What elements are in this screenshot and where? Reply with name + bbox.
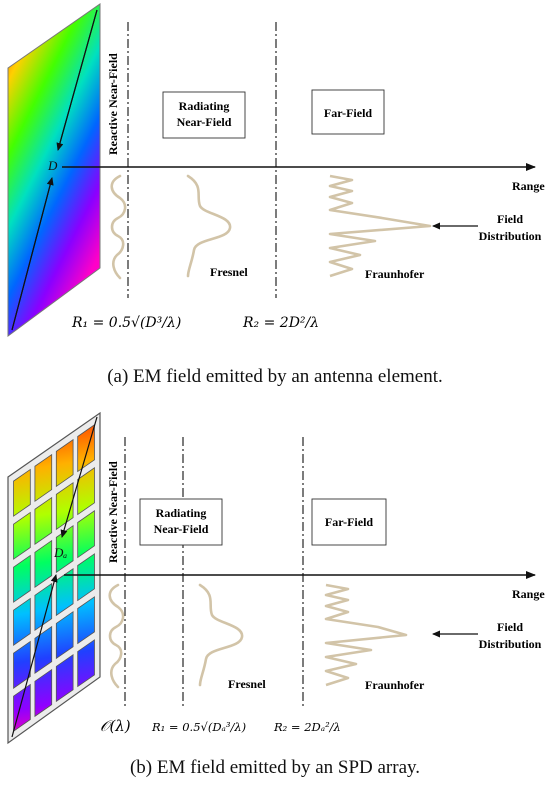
- range-label: Range: [512, 587, 545, 601]
- fraunhofer-label: Fraunhofer: [365, 678, 425, 692]
- spd-element: [77, 424, 95, 473]
- spd-element: [13, 554, 31, 603]
- far-field-box: [311, 89, 385, 135]
- radiating-label-line2: Near-Field: [154, 522, 209, 536]
- spd-element: [13, 597, 31, 646]
- antenna-panel: [7, 3, 101, 337]
- reactive-near-field-label: Reactive Near-Field: [106, 53, 120, 155]
- caption-b: (b) EM field emitted by an SPD array.: [129, 757, 421, 778]
- spd-element: [77, 596, 95, 645]
- field-distribution-line1: Field: [497, 620, 523, 634]
- reactive-near-field-label: Reactive Near-Field: [106, 461, 120, 563]
- radiating-label-line1: Radiating: [156, 506, 207, 520]
- spd-element: [55, 438, 74, 488]
- field-distribution-line2: Distribution: [479, 229, 542, 243]
- fresnel-wave: [186, 174, 232, 278]
- far-field-label: Far-Field: [325, 515, 374, 529]
- r1-equation: R₁ = 0.5√(Dₐ³/λ): [151, 720, 246, 734]
- diagram-antenna-element: D Range Reactive Near-Field Radiating Ne…: [7, 3, 545, 337]
- panel-spd-array: Dₐ Range Reactive Near-Field Radiating N…: [0, 405, 550, 798]
- spd-element: [77, 639, 95, 688]
- fresnel-label: Fresnel: [210, 265, 248, 279]
- spd-element: [13, 511, 31, 560]
- diagram-spd-array: Dₐ Range Reactive Near-Field Radiating N…: [7, 411, 545, 745]
- spd-element: [55, 610, 74, 660]
- fraunhofer-wave: [324, 583, 408, 687]
- spd-element: [34, 453, 53, 503]
- far-field-label: Far-Field: [324, 106, 373, 120]
- r1-equation: R₁ = 0.5√(D³/λ): [71, 315, 181, 331]
- spd-element: [77, 510, 95, 559]
- field-distribution-line1: Field: [497, 212, 523, 226]
- fresnel-label: Fresnel: [228, 677, 266, 691]
- spd-element: [13, 640, 31, 689]
- spd-element: [55, 653, 74, 703]
- r2-equation: R₂ = 2D²/λ: [242, 315, 319, 331]
- radiating-label-line1: Radiating: [179, 99, 230, 113]
- spd-element: [55, 481, 74, 531]
- spd-element: [34, 582, 53, 632]
- panel-antenna-element: D Range Reactive Near-Field Radiating Ne…: [7, 3, 545, 387]
- spd-element-grid: [13, 424, 95, 732]
- fraunhofer-label: Fraunhofer: [365, 267, 425, 281]
- diagonal-arrow-upper: [60, 416, 98, 538]
- radiating-near-field-box: [162, 91, 246, 139]
- field-distribution-line2: Distribution: [479, 637, 542, 651]
- fraunhofer-wave: [328, 174, 432, 278]
- spd-element: [34, 496, 53, 546]
- spd-element: [55, 524, 74, 574]
- array-diameter-label: Dₐ: [53, 545, 67, 560]
- diagonal-arrow-lower: [11, 574, 58, 738]
- radiating-near-field-box: [139, 498, 223, 546]
- reactive-field-wave: [108, 583, 125, 689]
- spd-element: [13, 468, 31, 517]
- range-label: Range: [512, 179, 545, 193]
- r2-equation: R₂ = 2Dₐ²/λ: [273, 720, 341, 734]
- radiating-label-line2: Near-Field: [177, 115, 232, 129]
- o-lambda-label: 𝒪(λ): [100, 717, 131, 735]
- fresnel-wave: [198, 583, 244, 687]
- reactive-field-wave: [110, 174, 127, 280]
- far-field-box: [311, 498, 387, 546]
- diameter-label: D: [47, 158, 58, 173]
- caption-a: (a) EM field emitted by an antenna eleme…: [107, 366, 443, 387]
- spd-element: [77, 467, 95, 516]
- spd-element: [34, 668, 53, 718]
- spd-element: [77, 553, 95, 602]
- spd-element: [55, 567, 74, 617]
